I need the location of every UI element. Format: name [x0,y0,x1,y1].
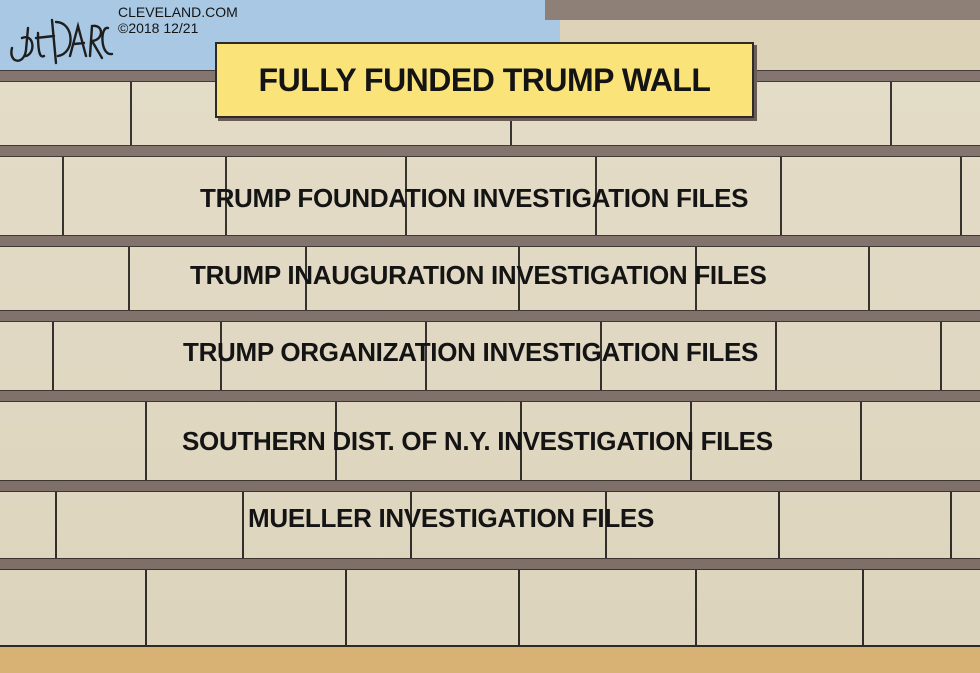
brick-row [0,570,980,645]
credit-date: ©2018 12/21 [118,20,199,36]
wall-sign: FULLY FUNDED TRUMP WALL [215,42,754,118]
wall-top [545,0,980,20]
wall-label-organization: TRUMP ORGANIZATION INVESTIGATION FILES [183,337,759,367]
mortar-course [0,558,980,570]
credit-block: CLEVELAND.COM ©2018 12/21 [118,4,238,36]
brick-row [0,247,980,310]
brick-row [0,492,980,558]
brick-row [0,322,980,390]
sign-title: FULLY FUNDED TRUMP WALL [258,61,711,98]
ground [0,645,980,673]
brick-wall [0,70,980,645]
brick-row [0,157,980,235]
mortar-course [0,145,980,157]
wall-label-foundation: TRUMP FOUNDATION INVESTIGATION FILES [200,183,749,213]
credit-publisher: CLEVELAND.COM [118,4,238,20]
artist-signature [10,18,114,65]
wall-label-mueller: MUELLER INVESTIGATION FILES [248,503,654,533]
wall-label-inauguration: TRUMP INAUGURATION INVESTIGATION FILES [190,260,767,290]
mortar-course [0,310,980,322]
mortar-course [0,390,980,402]
mortar-course [0,480,980,492]
brick-row [0,402,980,480]
mortar-course [0,235,980,247]
wall-label-sdny: SOUTHERN DIST. OF N.Y. INVESTIGATION FIL… [182,426,773,456]
